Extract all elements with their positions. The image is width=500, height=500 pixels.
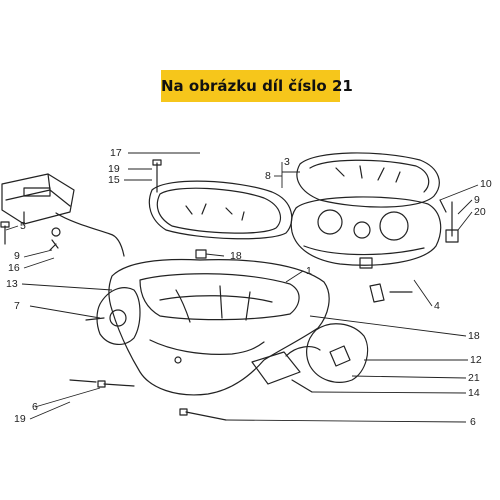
right-grip-assembly <box>251 323 369 393</box>
bracket-4 <box>369 283 413 303</box>
screw-18-upper <box>195 249 207 259</box>
callout-14: 14 <box>468 387 480 399</box>
callout-19-bottom: 19 <box>14 413 26 425</box>
callout-9-right: 9 <box>474 194 480 206</box>
callout-4: 4 <box>434 300 440 312</box>
callout-7: 7 <box>14 300 20 312</box>
cable-9 <box>49 212 125 257</box>
callout-20: 20 <box>474 206 486 218</box>
callout-21: 21 <box>468 372 480 384</box>
callout-1: 1 <box>306 265 312 277</box>
screw-19-top <box>152 159 162 193</box>
callout-8: 8 <box>265 170 271 182</box>
long-screws <box>69 379 227 421</box>
callout-12: 12 <box>470 354 482 366</box>
instrument-cover-3 <box>296 152 440 208</box>
callout-15: 15 <box>108 174 120 186</box>
instrument-housing <box>148 180 293 240</box>
part-15 <box>1 173 75 225</box>
callout-6-left: 6 <box>32 401 38 413</box>
callout-5: 5 <box>20 220 26 232</box>
bulb-sockets <box>439 199 459 243</box>
part-highlight-banner: Na obrázku díl číslo 21 <box>161 70 353 102</box>
callout-6-right: 6 <box>470 416 476 428</box>
left-grip-7 <box>85 287 141 345</box>
callout-13: 13 <box>6 278 18 290</box>
callout-9-left: 9 <box>14 250 20 262</box>
handlebar-cover-1 <box>108 258 330 396</box>
callout-18-upper: 18 <box>230 250 242 262</box>
callout-10: 10 <box>480 178 492 190</box>
callout-16: 16 <box>8 262 20 274</box>
callout-19-top: 19 <box>108 163 120 175</box>
callout-18-lower: 18 <box>468 330 480 342</box>
callout-17: 17 <box>110 147 122 159</box>
instrument-cluster-10 <box>290 196 442 269</box>
callout-3: 3 <box>284 156 290 168</box>
screw-5 <box>0 221 10 245</box>
